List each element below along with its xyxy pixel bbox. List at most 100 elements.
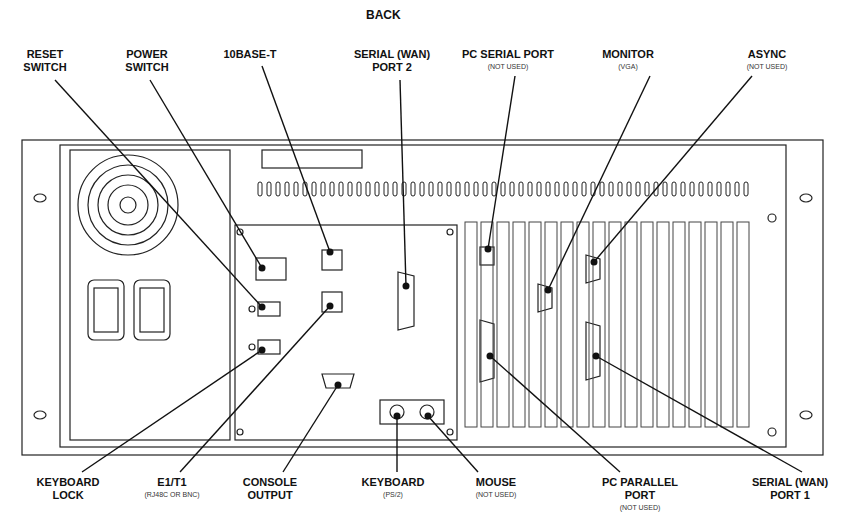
screw <box>447 229 453 235</box>
power-switch <box>256 258 286 280</box>
led <box>249 344 255 350</box>
io-panel <box>235 225 457 440</box>
screw <box>237 429 243 435</box>
leader-dot <box>487 353 494 360</box>
vent-slot <box>312 182 316 196</box>
note-label: (NOT USED) <box>468 62 548 71</box>
vent-slot <box>618 182 622 196</box>
ps2-block <box>380 400 444 424</box>
leader-dot <box>485 246 492 253</box>
leader-line <box>262 66 330 252</box>
keyboard-lock <box>258 340 280 354</box>
reset-switch <box>258 302 280 316</box>
fan-guard <box>108 185 148 225</box>
leader-dot <box>593 353 600 360</box>
leader-dot <box>403 283 410 290</box>
vent-slot <box>330 182 334 196</box>
vent-slot <box>420 182 424 196</box>
power-supply <box>70 150 230 440</box>
expansion-slot <box>481 222 493 427</box>
leader-line <box>488 76 515 249</box>
vent-slot <box>465 182 469 196</box>
vent-slot <box>294 182 298 196</box>
expansion-slots <box>465 222 749 427</box>
leader-dot <box>259 265 266 272</box>
screw <box>768 214 776 222</box>
expansion-slot <box>593 222 605 427</box>
vent-slot <box>393 182 397 196</box>
vent-slot <box>375 182 379 196</box>
fan-guard <box>78 155 178 255</box>
vent-slot <box>636 182 640 196</box>
port-label: RESET SWITCH <box>14 48 76 74</box>
vent-slot <box>474 182 478 196</box>
vent-slot <box>663 182 667 196</box>
vent-slot <box>519 182 523 196</box>
vent-slot <box>717 182 721 196</box>
panel-title: BACK <box>366 8 401 22</box>
vent-slot <box>339 182 343 196</box>
vent-slot <box>573 182 577 196</box>
vent-slot <box>456 182 460 196</box>
note-label: (PS/2) <box>363 490 423 499</box>
vent-slot <box>564 182 568 196</box>
vent-slot <box>285 182 289 196</box>
port-label: SERIAL (WAN) PORT 2 <box>348 48 436 74</box>
rack-panel <box>22 140 823 455</box>
leader-line <box>594 76 752 262</box>
vent-slot <box>510 182 514 196</box>
expansion-slot <box>577 222 589 427</box>
vent-slot <box>744 182 748 196</box>
db9-console <box>322 374 354 388</box>
mount-hole <box>800 194 812 202</box>
port-label: KEYBOARD <box>353 476 433 489</box>
expansion-slot <box>673 222 685 427</box>
expansion-slot <box>641 222 653 427</box>
leader-line <box>400 80 406 286</box>
vent-slot <box>726 182 730 196</box>
expansion-slot <box>497 222 509 427</box>
label-plate <box>262 150 362 168</box>
expansion-slot <box>705 222 717 427</box>
port-label: PC PARALLEL PORT <box>598 476 682 502</box>
pc-parallel-port <box>480 320 494 382</box>
vent-slot <box>258 182 262 196</box>
vent-slot <box>447 182 451 196</box>
expansion-slot <box>721 222 733 427</box>
leader-line <box>428 416 478 472</box>
port-label: MOUSE <box>461 476 531 489</box>
port-label: CONSOLE OUTPUT <box>235 476 305 502</box>
note-label: (NOT USED) <box>600 503 680 512</box>
vent-slot <box>627 182 631 196</box>
rj48c-e1t1 <box>322 292 342 312</box>
leader-dot <box>259 304 266 311</box>
leader-dot <box>591 259 598 266</box>
vent-slot <box>582 182 586 196</box>
vent-slot <box>366 182 370 196</box>
vent-slot <box>708 182 712 196</box>
note-label: (VGA) <box>598 62 658 71</box>
screw <box>447 429 453 435</box>
port-label: E1/T1 <box>142 476 202 489</box>
port-label: KEYBOARD LOCK <box>29 476 107 502</box>
leader-line <box>180 306 330 472</box>
power-inlet <box>88 280 124 340</box>
vent-slot <box>600 182 604 196</box>
fan-hub <box>120 197 136 213</box>
vent-slot <box>699 182 703 196</box>
power-inlet <box>134 280 170 340</box>
note-label: (NOT USED) <box>456 490 536 499</box>
leader-line <box>283 385 338 472</box>
vent-slot <box>681 182 685 196</box>
vent-slot <box>348 182 352 196</box>
vent-slot <box>492 182 496 196</box>
leader-line <box>55 80 262 307</box>
leader-dot <box>259 347 266 354</box>
vent-slot <box>276 182 280 196</box>
mount-hole <box>800 411 812 419</box>
vent-slot <box>690 182 694 196</box>
vent-slot <box>267 182 271 196</box>
expansion-slot <box>465 222 477 427</box>
ps2-mouse <box>420 405 434 419</box>
